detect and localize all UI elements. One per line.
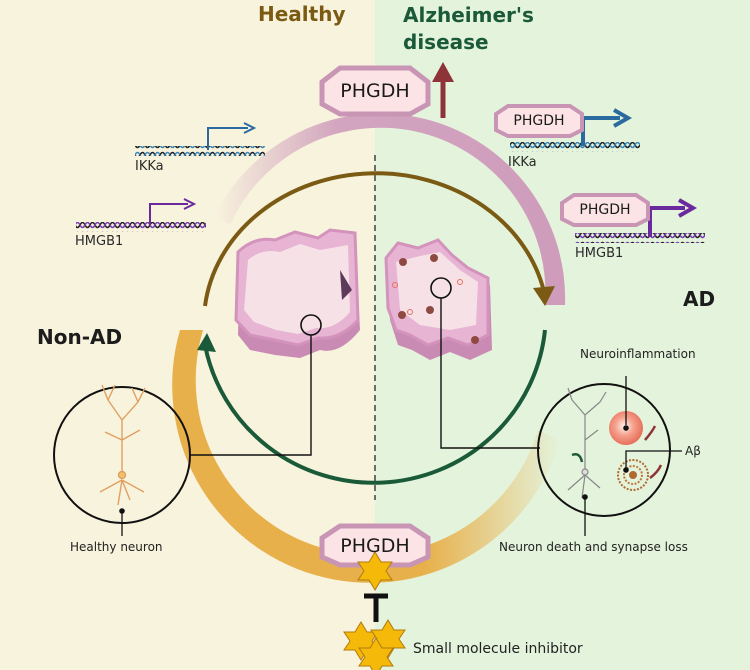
healthy-arc [203,171,547,307]
ikka-dna-ad [510,142,640,152]
ad-title-line2: disease [403,30,489,54]
hmgb1-dna-ad [575,233,705,243]
small-molecule-stars [343,619,406,670]
phgdh-top-label: PHGDH [340,80,410,102]
hmgb1-healthy-label: HMGB1 [75,234,124,249]
healthy-neuron-icon [99,384,146,506]
ikka-healthy-label: IKKa [135,159,164,174]
ad-neuron-circle [537,383,671,517]
inhibitor-bound-star [357,551,393,591]
healthy-arc-arrowhead [533,286,555,306]
hmgb1-dna-healthy [76,222,206,232]
amyloid-beta-icon [617,459,649,491]
decline-arrow-icon [571,453,584,463]
phgdh-top-hexagon [319,65,431,117]
healthy-title: Healthy [258,2,346,26]
ad-state-label: AD [683,287,716,311]
inflammation-increase-icon [644,425,657,441]
neuroinflammation-label: Neuroinflammation [580,347,696,361]
abeta-increase-icon [649,464,663,479]
phgdh-ikka-label: PHGDH [513,113,565,129]
phgdh-hmgb1-hexagon [560,193,650,227]
phgdh-bottom-hexagon [319,523,431,568]
degenerating-neuron-icon [567,387,607,499]
ad-title-line1: Alzheimer's [403,3,534,27]
healthy-connector [190,335,312,456]
ad-title: Alzheimer's disease [403,2,534,56]
ikka-promoter-arrow [207,127,248,150]
neuroinflammation-dot [623,425,629,431]
hmgb1-ad-promoter-arrow [648,206,685,237]
neuron-death-label: Neuron death and synapse loss [499,540,688,554]
hmgb1-promoter-arrow [149,203,188,226]
ikka-ad-promoter-arrow [581,116,620,146]
upregulation-arrowhead [432,62,454,82]
ad-arc-arrowhead [197,333,216,352]
phgdh-bottom-label: PHGDH [340,534,410,557]
phgdh-ikka-hexagon [494,104,584,138]
ad-connector [440,298,540,449]
hmgb1-ad-label: HMGB1 [575,246,624,261]
healthy-brain-section [234,228,360,358]
abeta-label: Aβ [685,444,701,458]
abeta-pointer [625,450,682,470]
phgdh-hmgb1-label: PHGDH [579,202,631,218]
ikka-dna-healthy [135,146,265,156]
non-ad-state-label: Non-AD [37,325,123,349]
ad-brain-section [384,238,492,360]
ikka-ad-label: IKKa [508,155,537,170]
healthy-neuron-label: Healthy neuron [70,540,163,554]
inhibitor-label: Small molecule inhibitor [413,641,583,657]
ad-arc [203,329,547,485]
